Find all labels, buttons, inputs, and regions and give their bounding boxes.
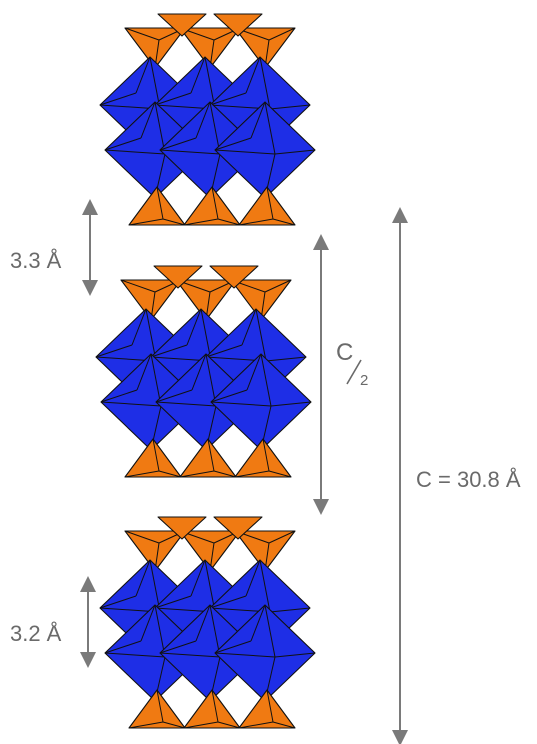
tetrahedron — [213, 13, 263, 37]
tetrahedron — [179, 530, 241, 572]
tetrahedron — [234, 27, 296, 69]
svg-text:2: 2 — [360, 372, 368, 389]
structural-slab-3 — [99, 516, 316, 729]
tetrahedron — [183, 689, 241, 729]
tetrahedron — [124, 438, 182, 478]
tetrahedron — [128, 689, 186, 729]
tetrahedron — [234, 530, 296, 572]
tetrahedron — [153, 265, 203, 289]
tetrahedron — [230, 279, 292, 321]
tetrahedron — [120, 279, 182, 321]
half-c-label: C 2 — [336, 339, 368, 389]
structural-slab-2 — [95, 265, 312, 478]
tetrahedron — [183, 186, 241, 226]
tetrahedron — [157, 516, 207, 540]
svg-text:C: C — [336, 339, 353, 366]
tetrahedron — [179, 27, 241, 69]
tetrahedron — [234, 438, 292, 478]
tetrahedron — [209, 265, 259, 289]
tetrahedron — [238, 689, 296, 729]
tetrahedron — [157, 13, 207, 37]
tetrahedron — [175, 279, 237, 321]
full-c-label: C = 30.8 Å — [416, 467, 521, 492]
tetrahedron — [238, 186, 296, 226]
structural-slab-1 — [99, 13, 316, 226]
tetrahedron — [213, 516, 263, 540]
tetrahedron — [128, 186, 186, 226]
tetrahedron — [179, 438, 237, 478]
tetrahedron — [124, 27, 186, 69]
tetrahedron — [124, 530, 186, 572]
